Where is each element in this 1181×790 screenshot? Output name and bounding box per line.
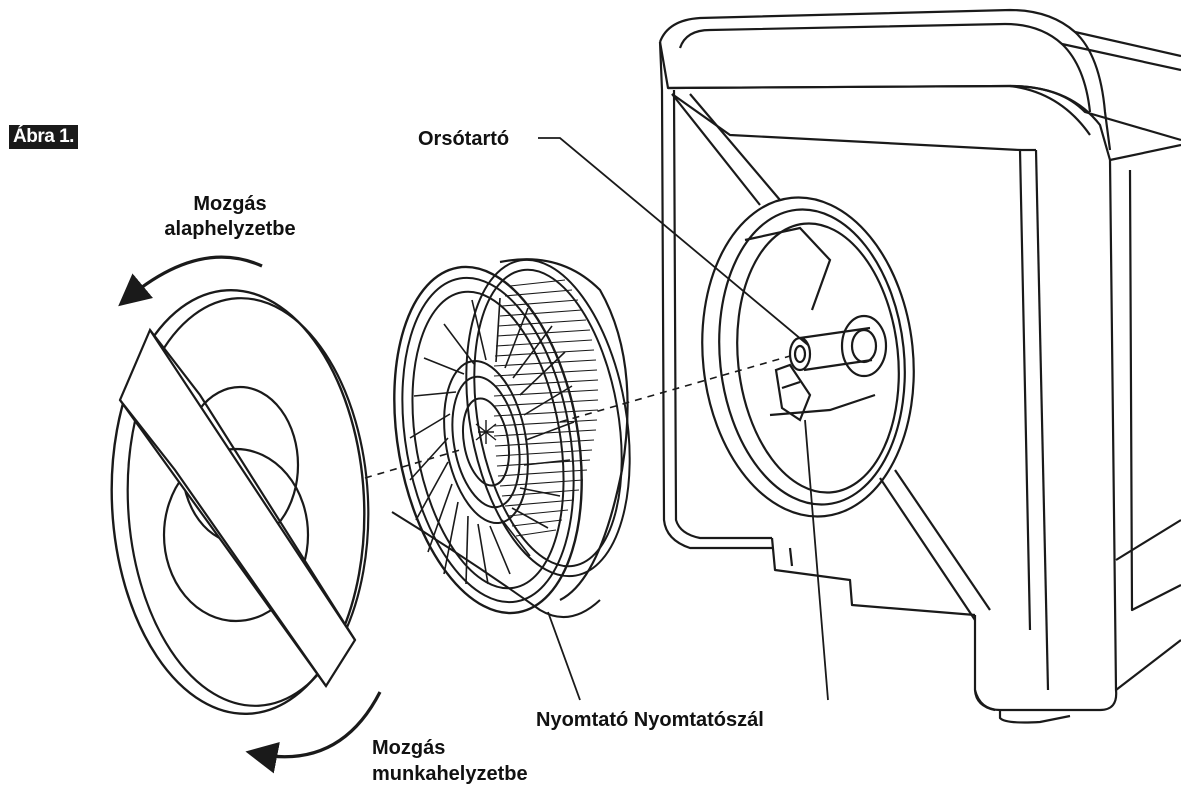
figure-number-badge: Ábra 1.	[9, 125, 78, 149]
alignment-axis	[364, 355, 791, 479]
arrow-work	[245, 691, 382, 774]
spool-holder-assembly	[701, 196, 915, 518]
work-move-label-line2: munkahelyzetbe	[372, 763, 528, 785]
spool-cover	[110, 288, 370, 716]
arrow-reset	[118, 255, 263, 307]
work-move-label-line1: Mozgás	[372, 737, 446, 759]
leader-lines	[538, 137, 829, 701]
filament-label: Nyomtató Nyomtatószál	[536, 709, 764, 731]
filament-spool	[393, 258, 631, 615]
filament-tail	[391, 511, 601, 618]
reset-move-label-line2: alaphelyzetbe	[164, 218, 296, 240]
reset-move-label-line1: Mozgás	[193, 193, 267, 215]
printer-body	[658, 8, 1181, 724]
spool-holder-label: Orsótartó	[418, 128, 510, 150]
